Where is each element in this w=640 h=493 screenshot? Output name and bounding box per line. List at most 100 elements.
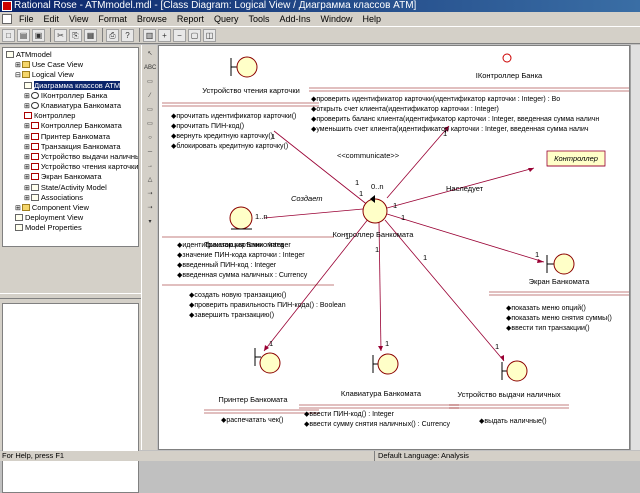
assoc-controller-dispenser[interactable] <box>384 219 505 362</box>
menu-view[interactable]: View <box>69 14 89 24</box>
tree-item[interactable]: Диаграмма классов ATM <box>24 80 121 91</box>
menu-format[interactable]: Format <box>98 14 127 24</box>
browse-diagram-icon[interactable]: ▥ <box>143 28 156 42</box>
tree-item[interactable]: ⊞Принтер Банкомата <box>24 132 110 142</box>
new-icon[interactable]: □ <box>2 28 15 42</box>
canvas-vertical-scrollbar[interactable] <box>630 45 640 450</box>
class-member[interactable]: ◆показать меню снятия суммы() <box>506 315 612 322</box>
generalization-icon[interactable]: △ <box>147 177 153 183</box>
expand-icon[interactable]: ⊞ <box>15 62 21 70</box>
print-icon[interactable]: ⎙ <box>106 28 119 42</box>
atm-controller-class[interactable]: Контроллер Банкомата <box>333 195 415 239</box>
note-icon[interactable]: ▭ <box>147 79 153 85</box>
class-member[interactable]: ◆выдать наличные() <box>479 418 547 425</box>
tree-item[interactable]: ⊞Устройство чтения карточки <box>24 162 138 172</box>
assoc-controller-keypad[interactable] <box>378 221 382 352</box>
class-member[interactable]: ◆создать новую транзакцию() <box>189 292 286 299</box>
save-icon[interactable]: ▣ <box>32 28 45 42</box>
class-member[interactable]: ◆прочитать ПИН-код() <box>171 123 244 130</box>
tree-item[interactable]: ⊞Component View <box>15 203 89 213</box>
controller-class[interactable]: Контроллер <box>546 150 606 167</box>
tree-item[interactable]: ⊞Контроллер Банкомата <box>24 121 122 131</box>
menu-browse[interactable]: Browse <box>136 14 167 24</box>
expand-icon[interactable]: ⊞ <box>24 174 30 182</box>
bank-controller-class[interactable]: IКонтроллер Банка ◆проверить идентификат… <box>309 53 630 133</box>
undo-fit-icon[interactable]: ◫ <box>203 28 216 42</box>
fit-icon[interactable]: ▢ <box>188 28 201 42</box>
more-icon[interactable]: ▾ <box>148 219 152 225</box>
class-member[interactable]: ◆ввести ПИН-код() : Integer <box>304 411 395 418</box>
class-icon[interactable]: ▭ <box>147 121 153 127</box>
class-member[interactable]: ◆проверить баланс клиента(идентификатор … <box>311 115 599 123</box>
menu-report[interactable]: Report <box>176 14 204 24</box>
zoom-out-icon[interactable]: − <box>173 28 186 42</box>
class-member[interactable]: ◆проверить идентификатор карточки(иденти… <box>311 96 560 103</box>
realize-icon[interactable]: ⇢ <box>147 205 153 211</box>
select-icon[interactable]: ↖ <box>147 51 153 57</box>
class-member[interactable]: ◆ввести тип транзакции() <box>506 325 590 332</box>
expand-icon[interactable]: ⊞ <box>24 143 30 151</box>
association-icon[interactable]: ─ <box>147 149 153 155</box>
menu-edit[interactable]: Edit <box>43 14 60 24</box>
text-icon[interactable]: ABC <box>144 65 157 71</box>
documentation-pane[interactable] <box>2 303 139 493</box>
transaction-class[interactable]: Транзакция Банкомата ◆идентификатор карт… <box>162 206 346 319</box>
menu-file[interactable]: File <box>19 14 34 24</box>
class-member[interactable]: ◆значение ПИН-кода карточки : Integer <box>177 252 305 259</box>
tree-item[interactable]: Контроллер <box>24 111 75 121</box>
class-member[interactable]: ◆блокировать кредитную карточку() <box>171 142 288 150</box>
class-member[interactable]: ◆распечатать чек() <box>221 417 283 424</box>
menu-query[interactable]: Query <box>213 14 239 24</box>
class-member[interactable]: ◆идентификатор карточки : Integer <box>177 242 291 249</box>
menu-addins[interactable]: Add-Ins <box>279 14 311 24</box>
dependency-icon[interactable]: ⇢ <box>147 191 153 197</box>
menu-help[interactable]: Help <box>362 14 382 24</box>
class-member[interactable]: ◆проверить правильность ПИН-кода() : Boo… <box>189 302 346 309</box>
class-member[interactable]: ◆ввести сумму снятия наличных() : Curren… <box>304 421 450 428</box>
expand-icon[interactable]: ⊞ <box>15 205 21 212</box>
tree-item[interactable]: Model Properties <box>15 223 82 233</box>
open-icon[interactable]: ▤ <box>17 28 30 42</box>
expand-icon[interactable]: ⊞ <box>24 133 30 141</box>
class-member[interactable]: ◆уменьшить счет клиента(идентификатор ка… <box>311 126 589 133</box>
class-member[interactable]: ◆прочитать идентификатор карточки() <box>171 113 296 120</box>
assoc-controller-transaction[interactable] <box>263 207 375 219</box>
document-icon[interactable] <box>2 14 12 24</box>
class-member[interactable]: ◆завершить транзакцию() <box>189 312 274 319</box>
printer-class[interactable]: Принтер Банкомата ◆распечатать чек() <box>204 348 319 424</box>
tree-item[interactable]: ⊞Экран Банкомата <box>24 172 102 182</box>
paste-icon[interactable]: ▦ <box>84 28 97 42</box>
expand-icon[interactable]: ⊞ <box>24 184 30 192</box>
copy-icon[interactable]: ⎘ <box>69 28 82 42</box>
context-help-icon[interactable]: ? <box>121 28 134 42</box>
rose-app-icon[interactable] <box>2 1 12 11</box>
anchor-icon[interactable]: ⁄ <box>149 93 151 99</box>
class-member[interactable]: ◆введенный ПИН-код : Integer <box>177 261 277 269</box>
menu-window[interactable]: Window <box>320 14 353 24</box>
expand-icon[interactable]: ⊞ <box>24 164 30 172</box>
assoc-controller-screen[interactable] <box>386 213 545 263</box>
tree-item[interactable]: ⊞Устройство выдачи наличных <box>24 152 138 162</box>
class-member[interactable]: ◆введенная сумма наличных : Currency <box>177 272 308 279</box>
menu-tools[interactable]: Tools <box>248 14 270 24</box>
tree-item[interactable]: Deployment View <box>15 213 83 223</box>
pane-splitter[interactable] <box>0 293 141 299</box>
tree-item[interactable]: ⊞Use Case View <box>15 60 83 70</box>
expand-icon[interactable]: ⊞ <box>24 123 30 131</box>
dispenser-class[interactable]: Устройство выдачи наличных ◆выдать налич… <box>449 360 569 425</box>
class-member[interactable]: ◆открыть счет клиента(идентификатор карт… <box>311 106 499 113</box>
expand-icon[interactable]: ⊞ <box>24 103 30 110</box>
collapse-icon[interactable]: ⊟ <box>15 72 21 80</box>
assoc-controller-bank[interactable] <box>386 125 450 199</box>
expand-icon[interactable]: ⊞ <box>24 154 30 161</box>
unidirectional-icon[interactable]: → <box>147 163 153 169</box>
card-reader-class[interactable]: Устройство чтения карточки ◆прочитать ид… <box>162 56 319 150</box>
class-member[interactable]: ◆вернуть кредитную карточку() <box>171 133 273 140</box>
zoom-in-icon[interactable]: + <box>158 28 171 42</box>
expand-icon[interactable]: ⊞ <box>24 194 30 202</box>
tree-item[interactable]: ⊞Клавиатура Банкомата <box>24 101 121 111</box>
assoc-cardreader-controller[interactable] <box>273 130 370 207</box>
cut-icon[interactable]: ✂ <box>54 28 67 42</box>
assoc-controller-printer[interactable] <box>263 217 370 352</box>
